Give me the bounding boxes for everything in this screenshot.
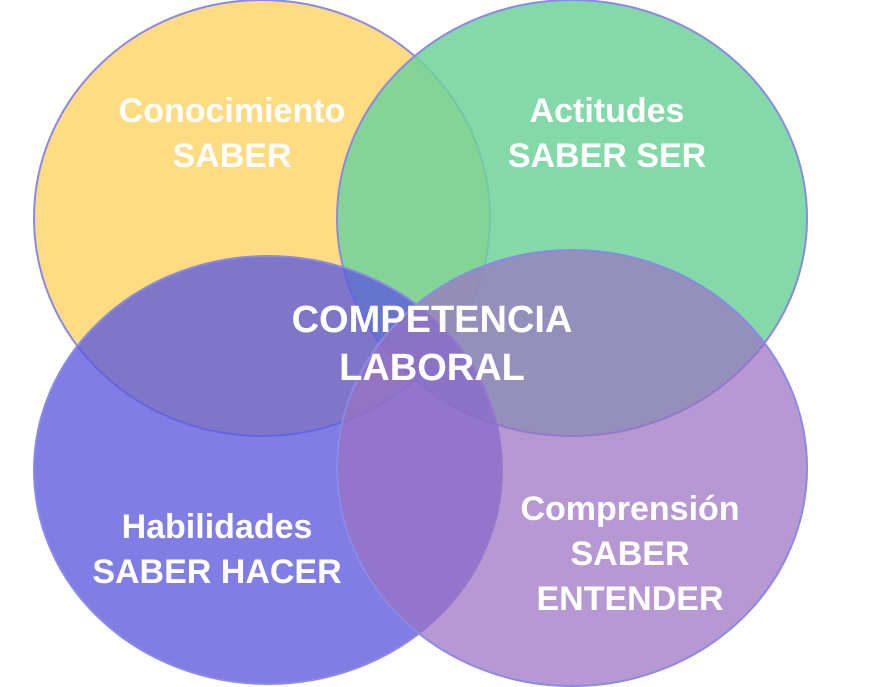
label-center-line1: COMPETENCIA [292, 299, 573, 341]
label-conocimiento-line1: Conocimiento [119, 92, 346, 130]
label-comprension-line3: ENTENDER [536, 580, 723, 618]
label-habilidades-line2: SABER HACER [92, 553, 341, 591]
label-conocimiento-line2: SABER [172, 137, 291, 175]
label-habilidades-line1: Habilidades [122, 508, 313, 546]
label-actitudes-line1: Actitudes [530, 92, 685, 130]
circle-comprension [336, 249, 808, 687]
label-comprension-line2: SABER [570, 535, 689, 573]
label-actitudes-line2: SABER SER [508, 137, 706, 175]
label-center-line2: LABORAL [339, 347, 525, 389]
label-comprension-line1: Comprensión [520, 490, 739, 528]
